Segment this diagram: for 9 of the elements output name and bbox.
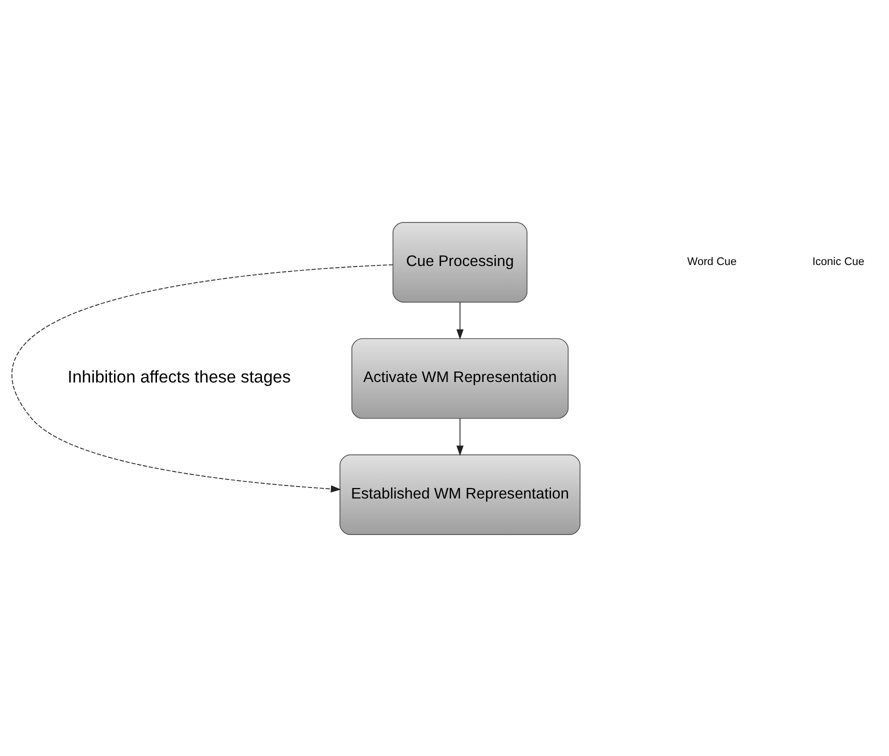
legend-label: Word Cue bbox=[687, 256, 737, 268]
arrow bbox=[456, 301, 464, 340]
node-box: Activate WM Representation bbox=[351, 338, 569, 418]
legend-label: Iconic Cue bbox=[812, 256, 864, 268]
arrow bbox=[12, 264, 394, 492]
node-box: Cue Processing bbox=[392, 221, 528, 302]
node-box: Established WM Representation bbox=[340, 454, 580, 535]
arrow bbox=[456, 418, 464, 456]
label: Inhibition affects these stages bbox=[68, 367, 291, 386]
